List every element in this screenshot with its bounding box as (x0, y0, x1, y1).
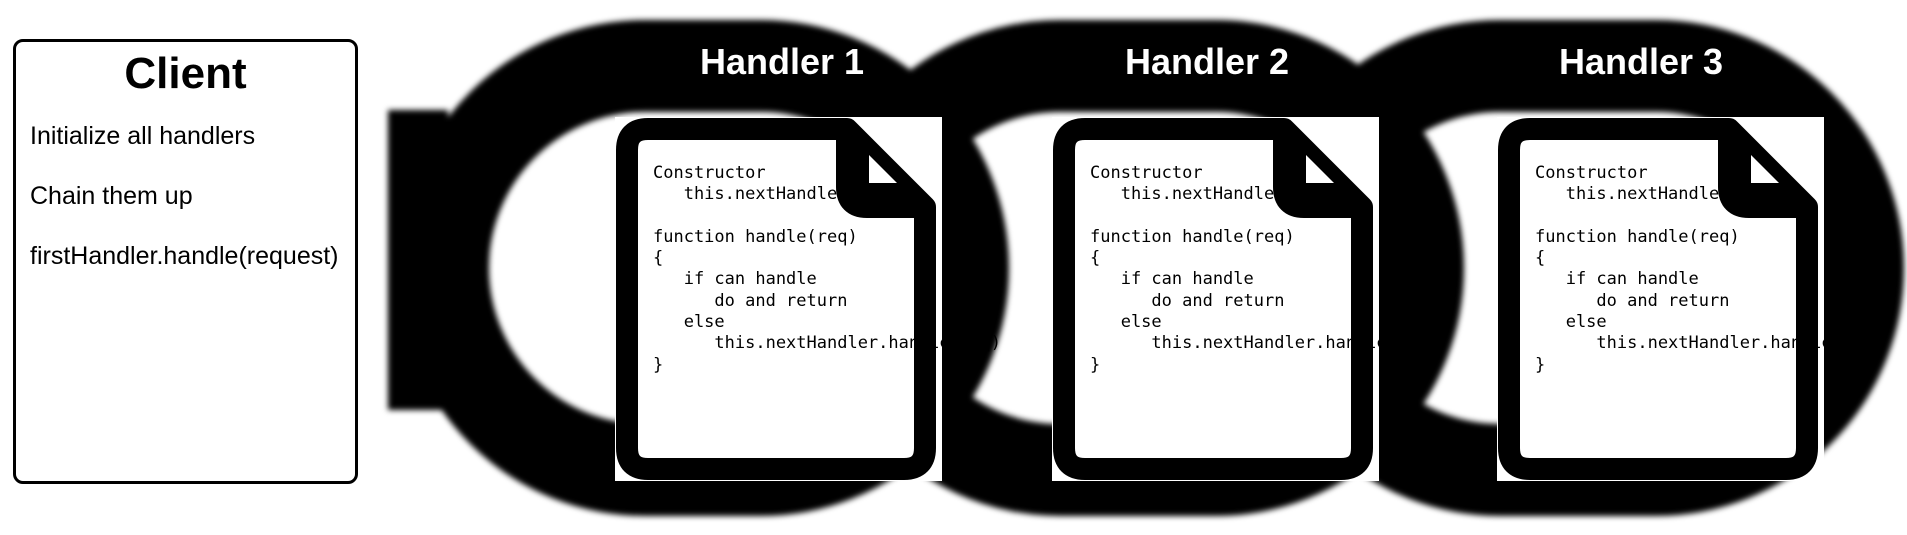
code-line: else (1535, 312, 1607, 333)
code-line: this.nextHandler.handle(req) (653, 333, 1001, 354)
handler-1-document: Constructor this.nextHandler = ... functi… (615, 117, 1001, 481)
code-line: } (653, 354, 664, 375)
code-line (1090, 206, 1438, 227)
client-step-first-handle: firstHandler.handle(request) (30, 242, 339, 270)
code-line: if can handle (1090, 269, 1254, 290)
code-line: } (1090, 354, 1101, 375)
code-line: this.nextHandler.handle(req) (1090, 333, 1438, 354)
code-line: { (1090, 248, 1101, 269)
handler-2-document: Constructor this.nextHandler = ... functi… (1052, 117, 1438, 481)
code-line: function handle(req) (653, 226, 858, 247)
code-line: do and return (1535, 290, 1730, 311)
handler-1-code: Constructor this.nextHandler = ... functi… (653, 163, 1001, 376)
code-line: { (653, 248, 664, 269)
code-line (1535, 206, 1883, 227)
handler-2-code: Constructor this.nextHandler = ... functi… (1090, 163, 1438, 376)
client-step-initialize: Initialize all handlers (30, 122, 256, 150)
code-line: else (653, 312, 725, 333)
code-line: { (1535, 248, 1546, 269)
code-line: this.nextHandler = ... (1090, 184, 1346, 205)
client-box: Client Initialize all handlers Chain the… (13, 39, 358, 484)
code-line: this.nextHandler.handle(req) (1535, 333, 1883, 354)
code-line (653, 206, 1001, 227)
code-line: do and return (1090, 290, 1285, 311)
code-line: else (1090, 312, 1162, 333)
code-line: do and return (653, 290, 848, 311)
client-title: Client (124, 49, 247, 98)
document-icon (1498, 118, 1818, 480)
handler-3-document: Constructor this.nextHandler = ... functi… (1497, 117, 1883, 481)
code-line: function handle(req) (1090, 226, 1295, 247)
code-line: if can handle (1535, 269, 1699, 290)
handler-1-title: Handler 1 (699, 41, 865, 82)
code-line: Constructor (1535, 163, 1648, 183)
code-line: Constructor (653, 163, 766, 183)
code-line: if can handle (653, 269, 817, 290)
document-icon (1053, 118, 1373, 480)
client-step-chain: Chain them up (30, 182, 193, 210)
document-icon (616, 118, 936, 480)
code-line: Constructor (1090, 163, 1203, 183)
code-line: this.nextHandler = ... (1535, 184, 1791, 205)
code-line: function handle(req) (1535, 226, 1740, 247)
code-line: this.nextHandler = ... (653, 184, 909, 205)
code-line: } (1535, 354, 1546, 375)
handler-2-title: Handler 2 (1124, 41, 1290, 82)
handler-3-title: Handler 3 (1558, 41, 1724, 82)
handler-3-code: Constructor this.nextHandler = ... functi… (1535, 163, 1883, 376)
